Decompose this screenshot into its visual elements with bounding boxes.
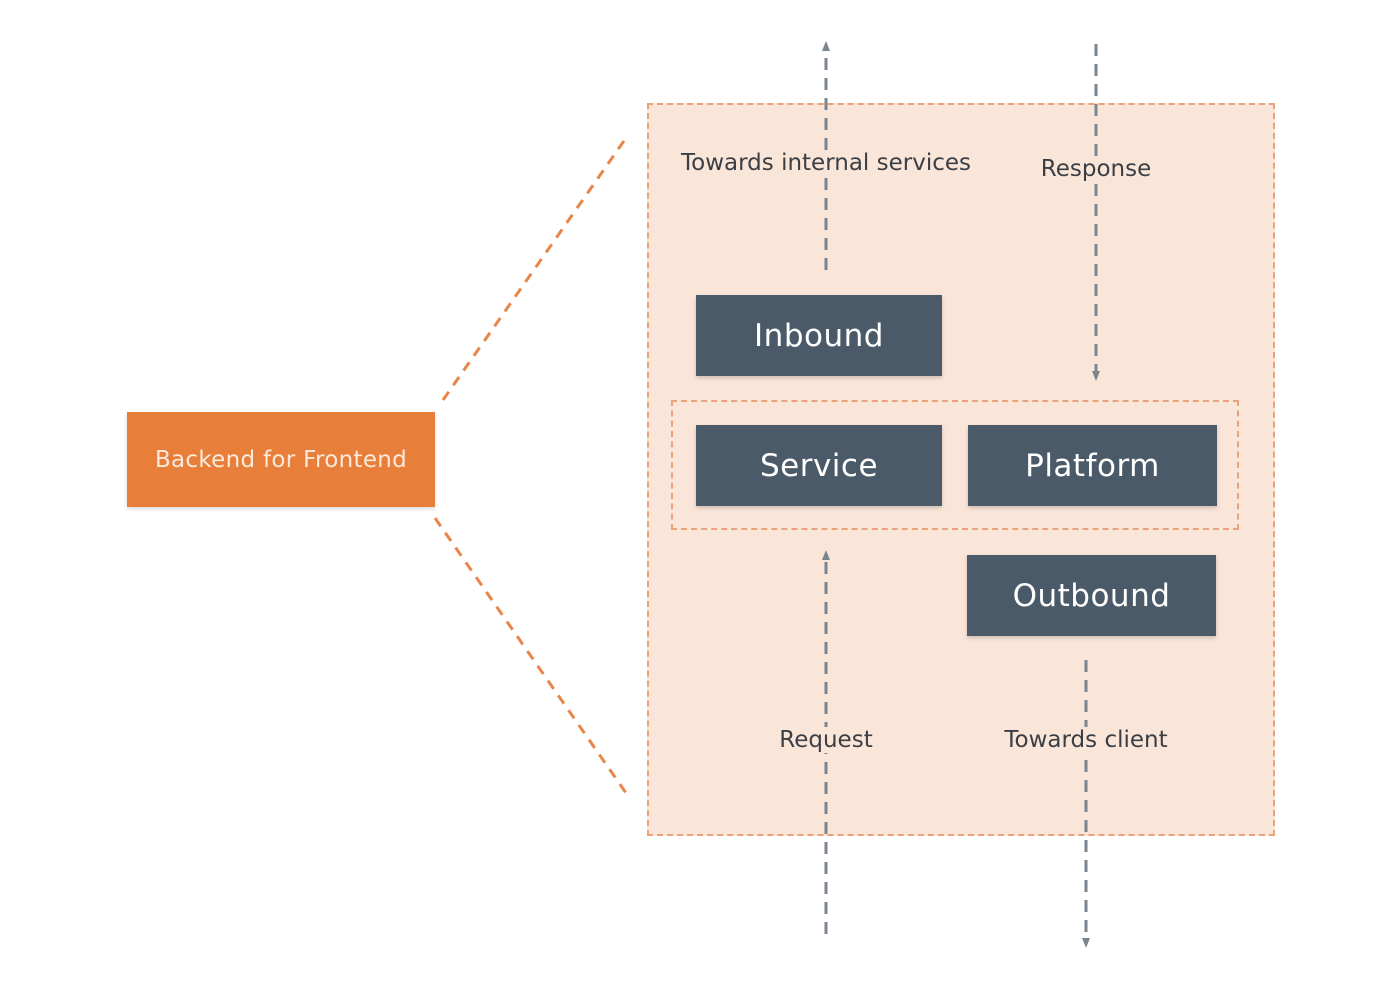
bff-box: Backend for Frontend (127, 412, 435, 507)
outbound-box: Outbound (967, 555, 1216, 636)
inbound-label: Inbound (754, 317, 884, 354)
towards-internal-label: Towards internal services (677, 150, 975, 176)
towards-client-label: Towards client (1000, 727, 1172, 753)
platform-box: Platform (968, 425, 1217, 506)
bff-label: Backend for Frontend (154, 446, 408, 473)
service-label: Service (759, 447, 879, 484)
zoom-line-bottom (433, 517, 628, 794)
response-label: Response (1036, 156, 1156, 182)
request-label: Request (775, 727, 877, 753)
service-box: Service (696, 425, 942, 506)
outbound-label: Outbound (1012, 577, 1171, 614)
service-platform-group (671, 400, 1239, 530)
platform-label: Platform (1025, 447, 1160, 484)
inbound-box: Inbound (696, 295, 942, 376)
